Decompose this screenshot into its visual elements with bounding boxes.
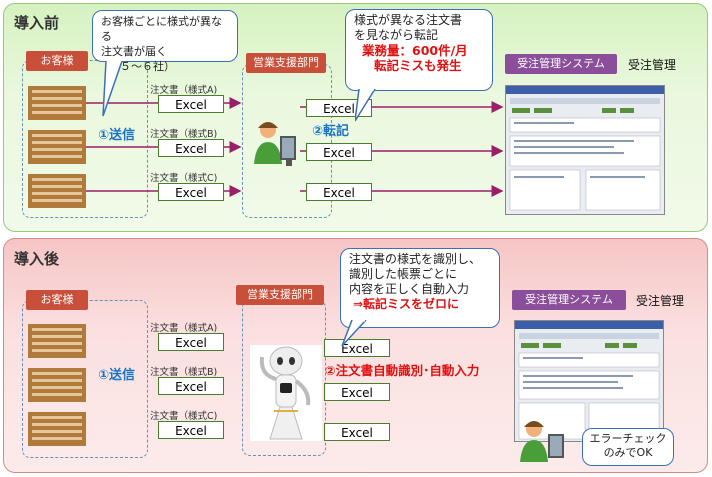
bubble-red-line: 転記ミスも発生 xyxy=(374,58,462,73)
dept-speech-bubble: 注文書の様式を識別し、 識別した帳票ごとに 内容を正しく自動入力 ⇒転記ミスをゼ… xyxy=(340,248,500,328)
before-dept-label: 営業支援部門 xyxy=(246,53,326,73)
bubble-tail xyxy=(341,320,367,347)
transcribe-label: ②転記 xyxy=(312,124,350,139)
before-system-caption: 受注管理 xyxy=(628,58,677,72)
auto-input-label: ②注文書自動識別･自動入力 xyxy=(325,363,480,378)
bubble-line: 注文書が届く xyxy=(101,45,167,58)
excel-file: Excel xyxy=(324,423,390,441)
excel-file: Excel xyxy=(158,421,224,439)
excel-file: Excel xyxy=(158,183,224,201)
company-building-icon xyxy=(28,368,86,402)
before-customer-label: お客様 xyxy=(26,51,88,71)
form-c-label: 注文書（様式C) xyxy=(150,411,218,422)
customer-speech-bubble: お客様ごとに様式が異なる 注文書が届く （５～６社） xyxy=(92,10,238,73)
form-b-label: 注文書（様式B) xyxy=(150,129,218,140)
before-title: 導入前 xyxy=(14,14,60,32)
bubble-line: を見ながら転記 xyxy=(354,28,439,42)
form-a-label: 注文書（様式A) xyxy=(150,85,218,96)
bubble-line: お客様ごとに様式が異なる xyxy=(101,15,222,43)
excel-file: Excel xyxy=(324,339,390,357)
person-at-computer-icon xyxy=(520,418,570,466)
before-send-label: ①送信 xyxy=(98,128,136,143)
order-system-screenshot xyxy=(514,320,664,442)
bubble-line: （５～６社） xyxy=(109,60,175,73)
error-check-bubble: エラーチェック のみでOK xyxy=(582,428,674,466)
bubble-red-line: 業務量：600件/月 xyxy=(362,43,468,58)
excel-file: Excel xyxy=(158,377,224,395)
after-system-caption: 受注管理 xyxy=(636,294,685,308)
form-c-label: 注文書（様式C) xyxy=(150,173,218,184)
excel-file: Excel xyxy=(158,333,224,351)
excel-file: Excel xyxy=(306,183,372,201)
company-building-icon xyxy=(28,174,86,208)
excel-file: Excel xyxy=(324,383,390,401)
after-dept-label: 営業支援部門 xyxy=(236,285,324,305)
bubble-line: エラーチェック xyxy=(589,432,667,445)
bubble-red-line: ⇒転記ミスをゼロに xyxy=(353,297,460,311)
after-title: 導入後 xyxy=(14,250,60,268)
order-system-screenshot xyxy=(505,85,665,215)
after-system-label: 受注管理システム xyxy=(512,290,626,310)
form-a-label: 注文書（様式A) xyxy=(150,323,218,334)
before-system-label: 受注管理システム xyxy=(505,54,617,74)
company-building-icon xyxy=(28,86,86,120)
company-building-icon xyxy=(28,130,86,164)
bubble-tail xyxy=(355,89,376,122)
bubble-line: のみでOK xyxy=(603,446,653,459)
excel-file: Excel xyxy=(306,143,372,161)
bubble-line: 内容を正しく自動入力 xyxy=(349,282,470,296)
excel-file: Excel xyxy=(158,95,224,113)
form-b-label: 注文書（様式B) xyxy=(150,367,218,378)
person-at-computer-icon xyxy=(254,118,304,170)
bubble-tail xyxy=(102,61,123,117)
bubble-line: 様式が異なる注文書 xyxy=(354,13,463,27)
dept-speech-bubble: 様式が異なる注文書 を見ながら転記 業務量：600件/月 転記ミスも発生 xyxy=(345,9,493,91)
company-building-icon xyxy=(28,324,86,358)
robot-icon xyxy=(250,345,322,441)
bubble-line: 注文書の様式を識別し、 xyxy=(349,252,482,266)
company-building-icon xyxy=(28,412,86,446)
bubble-line: 識別した帳票ごとに xyxy=(349,267,458,281)
after-send-label: ①送信 xyxy=(98,368,136,383)
excel-file: Excel xyxy=(158,139,224,157)
after-customer-label: お客様 xyxy=(26,290,88,310)
